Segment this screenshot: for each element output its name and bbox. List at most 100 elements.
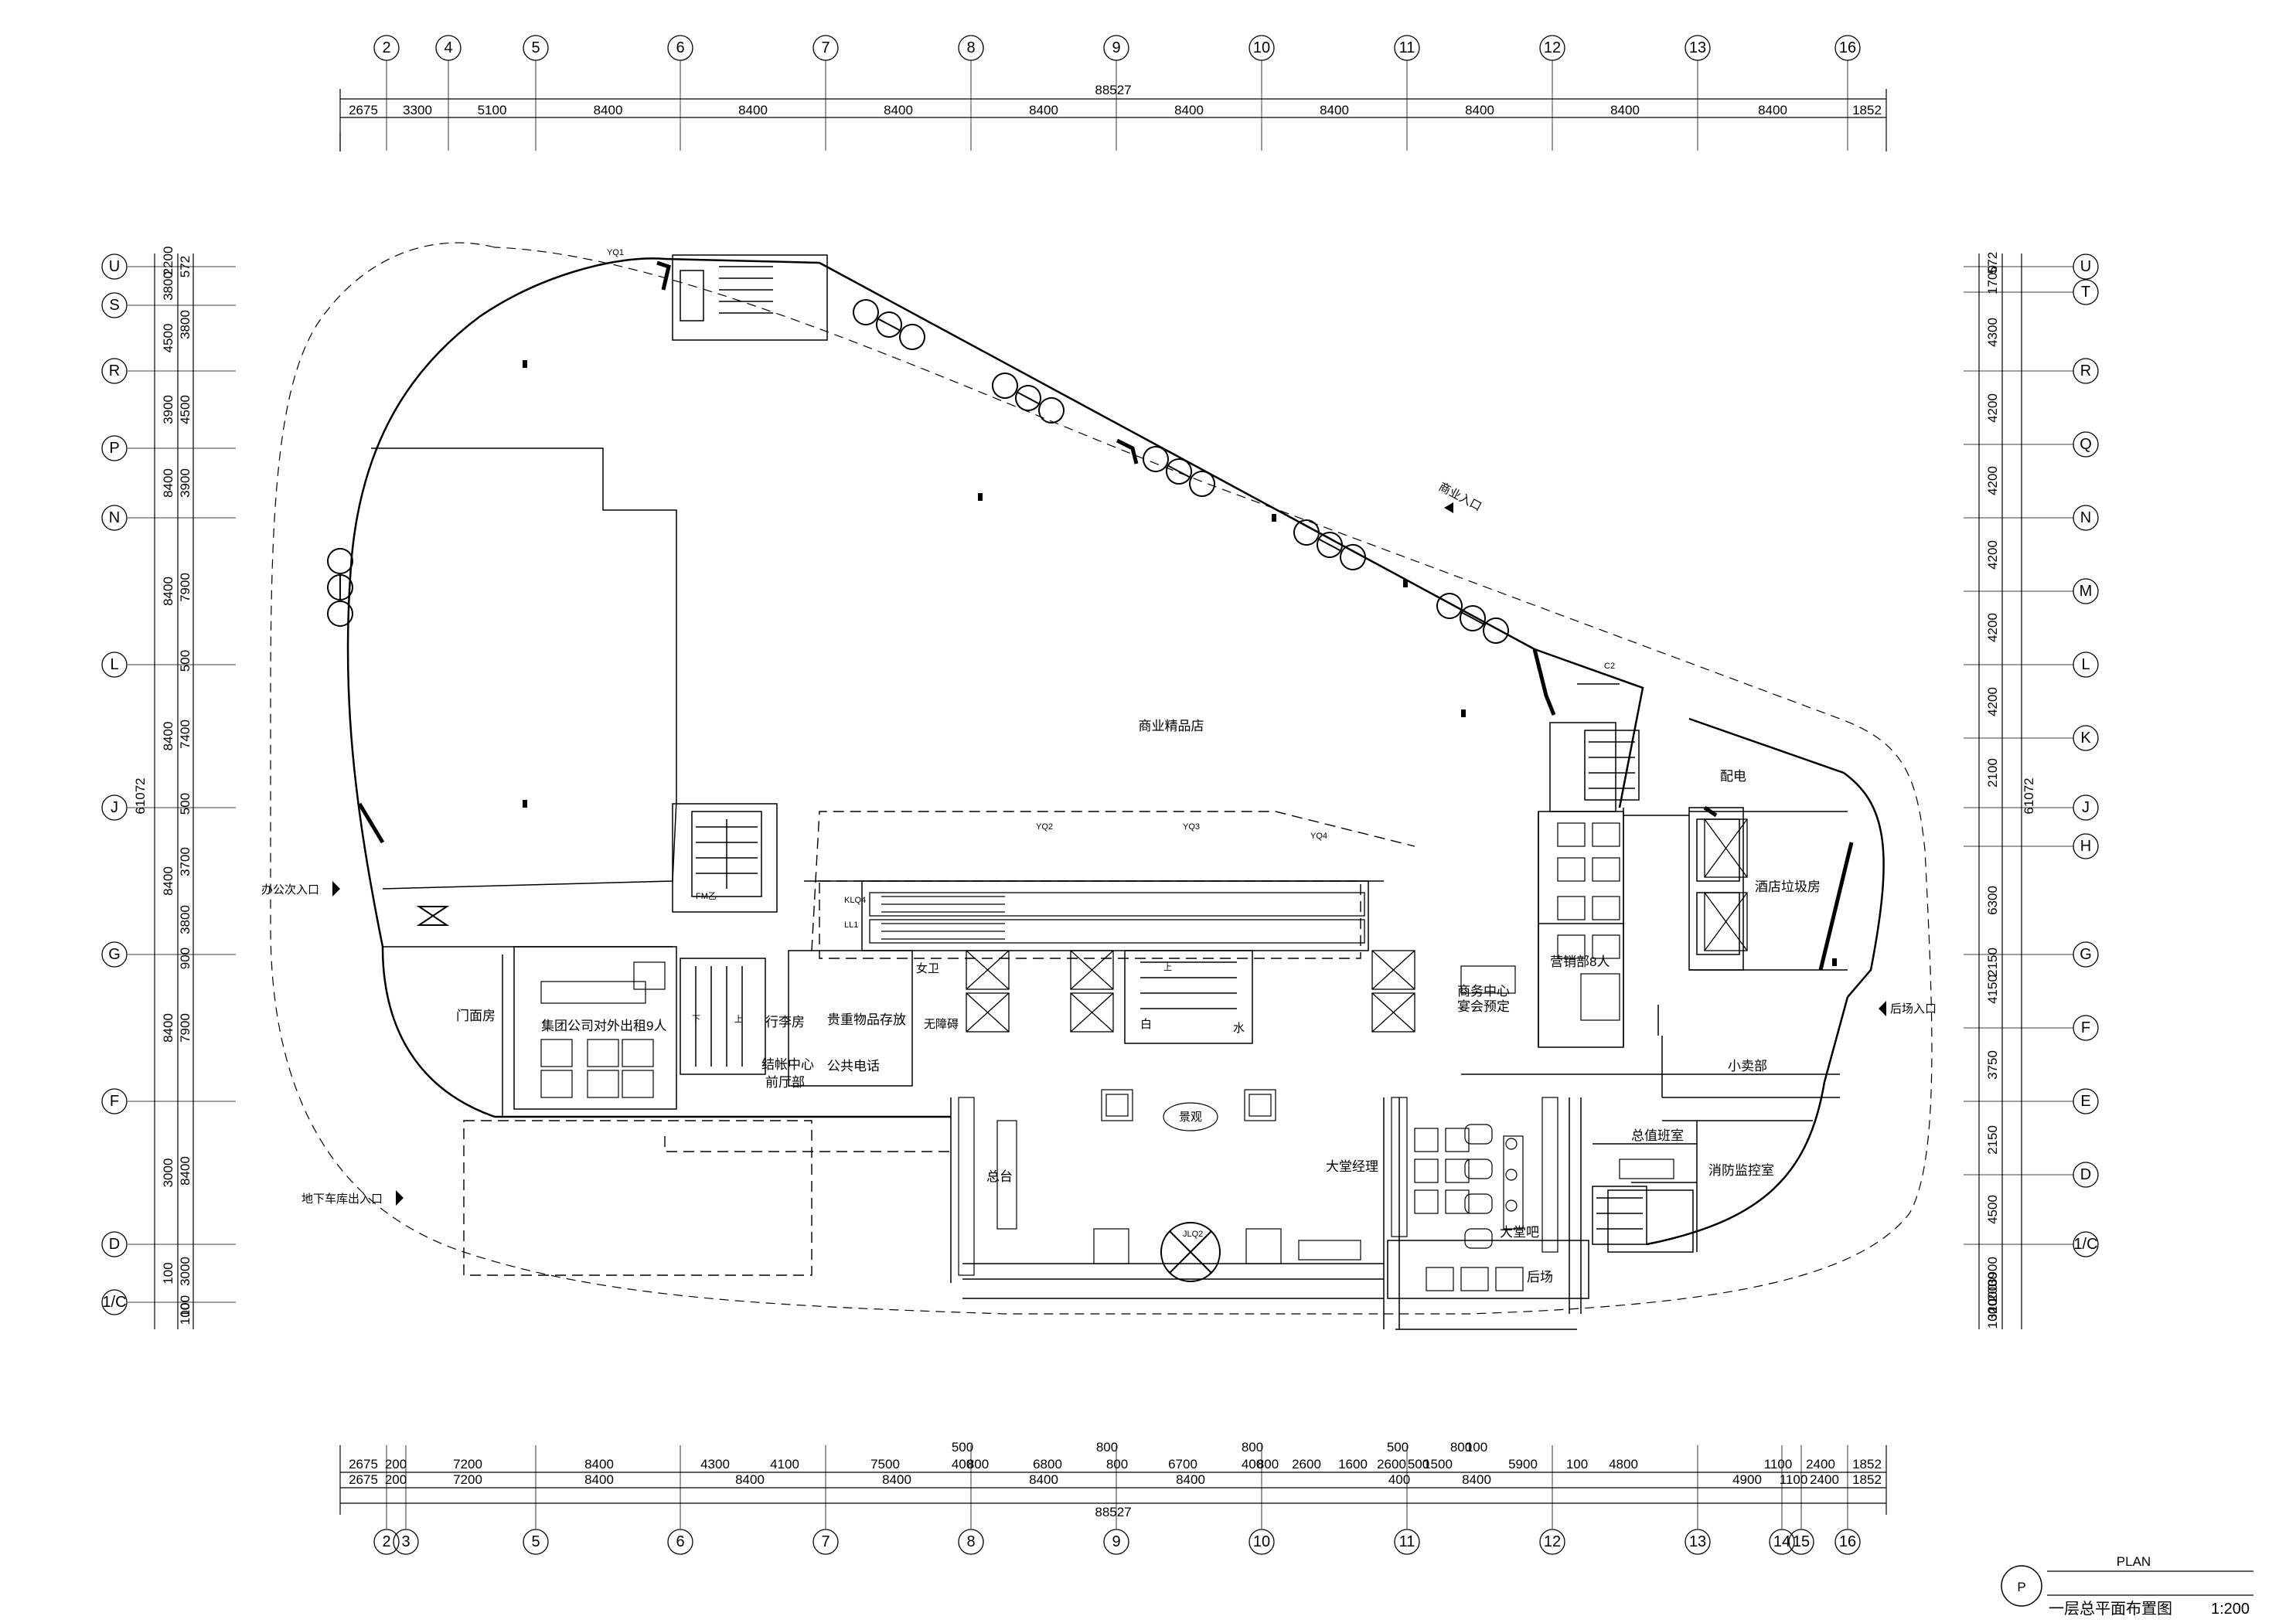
label-duty-office: 总值班室 [1631, 1128, 1684, 1143]
right-span-label: 2100 [1985, 758, 2000, 788]
right-span-label: 4300 [1985, 318, 2000, 347]
right-axis-bubble-R: R [2073, 358, 2099, 384]
bottom-span-label: 1100 [1764, 1457, 1793, 1472]
bottom-span-label: 800 [1106, 1457, 1128, 1472]
left-span-label-inner: 3000 [178, 1257, 192, 1286]
bottom-span-label: 7500 [870, 1457, 900, 1472]
axis-label: G [108, 946, 121, 963]
top-axis-bubble-2: 2 [373, 35, 400, 61]
top-span-label: 3300 [403, 103, 432, 117]
stair-core-lobby-west [680, 958, 766, 1075]
revolving-doors [327, 299, 1510, 1282]
top-span-label: 8400 [1465, 103, 1494, 117]
left-span-label: 8400 [161, 577, 175, 606]
top-axis-bubble-6: 6 [667, 35, 693, 61]
top-axis-bubble-9: 9 [1103, 35, 1129, 61]
axis-label: 12 [1544, 39, 1561, 56]
label-lobby-manager: 大堂经理 [1326, 1159, 1378, 1174]
label-back-entry: 后场入口 [1890, 1002, 1937, 1016]
bottom-span-label: 2400 [1806, 1457, 1835, 1472]
label-group-rental: 集团公司对外出租9人 [541, 1019, 666, 1033]
bottom-span-label: 8400 [584, 1472, 614, 1487]
left-axis-bubble-S: S [101, 292, 128, 318]
right-span-label: 4200 [1985, 466, 2000, 495]
bottom-span-label: 800 [967, 1457, 989, 1472]
label-lobby-bar: 大堂吧 [1500, 1225, 1539, 1240]
label-front-desk: 总台 [986, 1169, 1013, 1184]
stair-core-west [672, 803, 778, 913]
right-span-label: 100 [1985, 1307, 2000, 1329]
right-axis-bubble-K: K [2073, 725, 2099, 751]
label-sales-dept: 营销部8人 [1550, 954, 1610, 969]
left-axis-bubble-F: F [101, 1088, 128, 1114]
tag-ll1: KLQ4 [844, 896, 866, 905]
axis-label: 16 [1839, 1533, 1856, 1550]
axis-label: D [109, 1236, 120, 1253]
axis-label: 1/C [2073, 1236, 2097, 1253]
axis-label: M [2080, 583, 2093, 600]
axis-label: 6 [676, 1533, 684, 1550]
label-settlement: 结帐中心 [761, 1057, 814, 1072]
label-female-wc: 女卫 [916, 961, 939, 975]
bottom-span-label: 1852 [1852, 1457, 1882, 1472]
axis-label: N [109, 509, 120, 526]
label-white: 白 [1140, 1018, 1152, 1031]
top-span-label: 8400 [1029, 103, 1058, 117]
left-axis-bubble-L: L [101, 652, 128, 678]
tag-klq: JLQ2 [1183, 1230, 1203, 1239]
left-span-label-inner: 900 [178, 948, 192, 969]
axis-label: 15 [1793, 1533, 1810, 1550]
axis-label: 9 [1112, 39, 1120, 56]
bottom-axis-bubble-13: 13 [1685, 1529, 1711, 1555]
top-axis-bubble-11: 11 [1394, 35, 1420, 61]
axis-label: L [2081, 656, 2090, 673]
axis-label: T [2081, 284, 2090, 301]
stair-core-north [672, 254, 828, 341]
tag-ll2: LL1 [844, 920, 858, 930]
bottom-axis-bubble-3: 3 [393, 1529, 419, 1555]
office-desks [540, 822, 1674, 1179]
top-axis-bubble-5: 5 [523, 35, 549, 61]
bottom-span-label-upper: 800 [1450, 1440, 1472, 1455]
axis-label: H [2080, 838, 2091, 855]
bottom-axis-bubble-7: 7 [812, 1529, 839, 1555]
entrance-arrows [332, 502, 1886, 1206]
title-symbol: P [2017, 1580, 2025, 1594]
label-valuables: 贵重物品存放 [827, 1012, 906, 1027]
tag-yq4: YQ4 [1310, 832, 1327, 841]
left-axis-bubble-J: J [101, 794, 128, 821]
bottom-axis-bubble-15: 15 [1788, 1529, 1814, 1555]
left-span-label-inner: 7900 [178, 573, 192, 602]
bottom-span-label: 1852 [1852, 1472, 1882, 1487]
axis-label: 1/C [102, 1294, 126, 1311]
left-axis-bubble-1C: 1/C [101, 1289, 128, 1315]
title-plan-label: PLAN [2117, 1554, 2151, 1569]
label-luggage: 行李房 [765, 1015, 805, 1029]
axis-label: 13 [1689, 1533, 1706, 1550]
top-span-label: 2675 [349, 103, 378, 117]
right-span-label: 4200 [1985, 540, 2000, 570]
bottom-span-label: 100 [1566, 1457, 1588, 1472]
label-up-1: 上 [1163, 962, 1172, 972]
bottom-axis-bubble-11: 11 [1394, 1529, 1420, 1555]
axis-label: N [2080, 509, 2091, 526]
axis-label: 2 [382, 1533, 390, 1550]
right-span-label: 320 [1985, 1299, 2000, 1321]
label-water: 水 [1233, 1022, 1245, 1035]
axis-label: 12 [1544, 1533, 1561, 1550]
bottom-span-label: 2675 [349, 1457, 378, 1472]
bottom-span-label-upper: 800 [1096, 1440, 1118, 1455]
bottom-span-label: 6800 [1033, 1457, 1062, 1472]
top-span-label: 5100 [478, 103, 507, 117]
axis-label: 13 [1689, 39, 1706, 56]
top-axis-bubble-12: 12 [1539, 35, 1565, 61]
left-span-label-inner: 100 [178, 1295, 192, 1317]
left-dimension-string [154, 253, 194, 1329]
top-axis-bubble-7: 7 [812, 35, 839, 61]
right-span-label: 1000 [1985, 1284, 2000, 1313]
axis-label: J [111, 799, 118, 816]
left-axis-bubble-D: D [101, 1231, 128, 1257]
tag-yq1: YQ1 [607, 248, 624, 257]
